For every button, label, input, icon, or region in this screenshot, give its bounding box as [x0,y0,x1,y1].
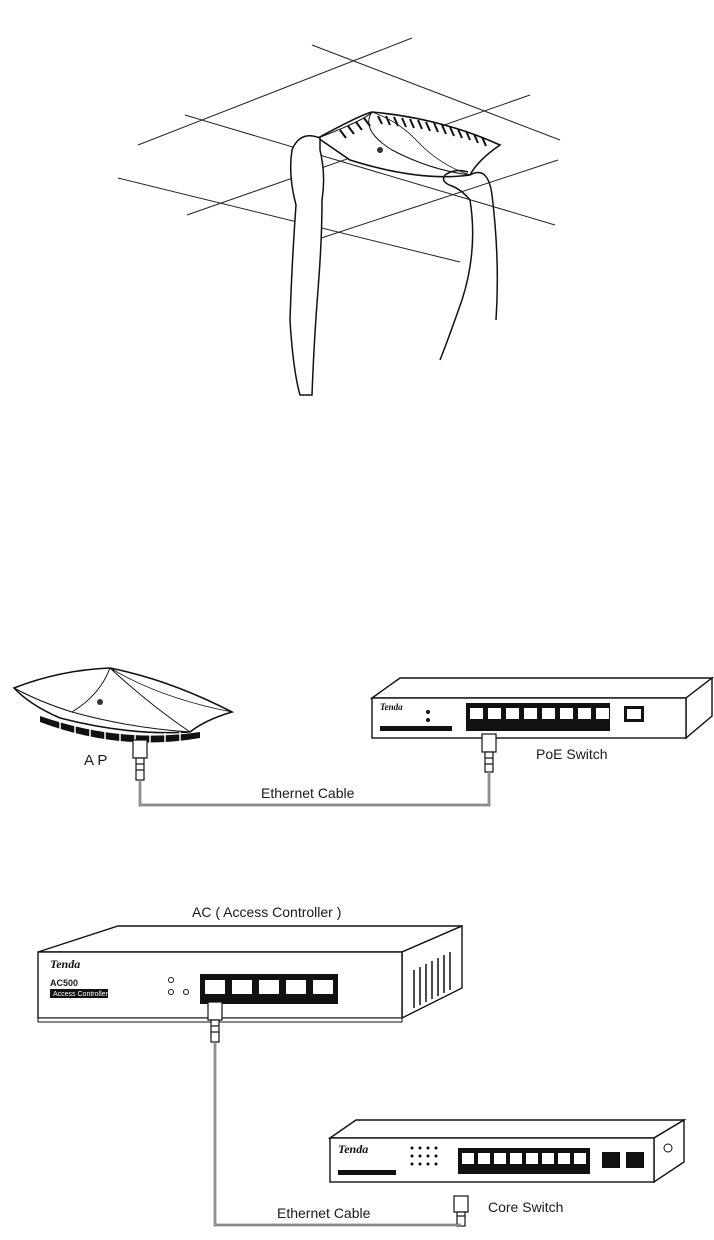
ac-subtitle: Access Controller [53,991,109,998]
ethernet-cable-label: Ethernet Cable [277,1205,371,1221]
ethernet-cable-label: Ethernet Cable [261,785,355,801]
core-switch-icon: Tenda [330,1120,684,1182]
rj45-connector-icon [482,734,496,772]
ac-title: AC ( Access Controller ) [192,904,341,920]
poe-switch-brand: Tenda [380,702,403,712]
access-point-icon [14,668,232,743]
poe-switch-icon: Tenda [372,678,712,738]
ac-core-switch-diagram: AC ( Access Controller ) Tenda AC500 Acc… [0,890,714,1240]
ap-poe-connection-diagram: A P Tenda PoE Sw [0,640,714,820]
poe-switch-label: PoE Switch [536,746,608,762]
ceiling-mount-svg [0,0,714,420]
access-controller-icon: Tenda AC500 Access Controller [38,926,462,1022]
ac-brand: Tenda [50,957,80,971]
access-point-icon [318,112,500,177]
ap-label: A P [84,752,107,769]
core-switch-brand: Tenda [338,1142,368,1156]
core-switch-label: Core Switch [488,1199,563,1215]
ac-model: AC500 [50,978,78,988]
rj45-connector-icon [454,1196,468,1226]
ceiling-mount-illustration [0,0,714,420]
ap-poe-svg: A P Tenda PoE Sw [0,640,714,820]
ac-core-svg: AC ( Access Controller ) Tenda AC500 Acc… [0,890,714,1240]
rj45-connector-icon [133,740,147,780]
